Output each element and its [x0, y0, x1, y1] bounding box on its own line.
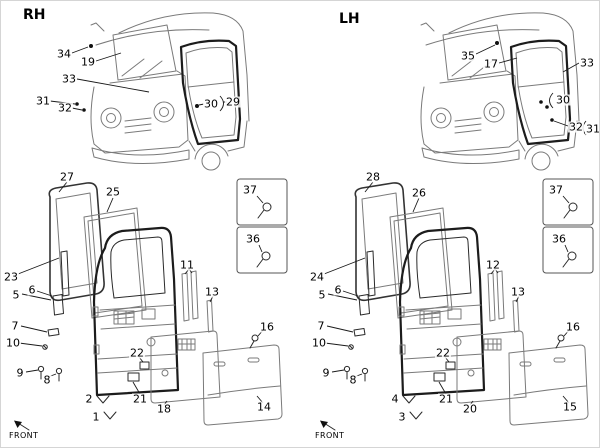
door-assembly-lh: [322, 177, 595, 427]
callout-lh-20: 20: [462, 402, 478, 416]
callout-lh-12: 12: [485, 258, 501, 272]
callout-rh-32: 32: [57, 101, 73, 115]
callout-lh-30: 30: [555, 93, 571, 107]
callout-lh-13: 13: [510, 285, 526, 299]
callout-rh-31: 31: [35, 94, 51, 108]
callout-lh-33: 33: [579, 56, 595, 70]
van-drawing-lh: [419, 11, 581, 172]
callout-rh-1: 1: [91, 410, 101, 424]
callout-rh-30: 30: [203, 97, 219, 111]
callout-lh-5: 5: [317, 288, 327, 302]
callout-lh-31: 31: [585, 122, 600, 136]
callout-rh-16: 16: [259, 320, 275, 334]
callout-rh-25: 25: [105, 185, 121, 199]
callout-rh-37: 37: [242, 183, 258, 197]
callout-lh-17: 17: [483, 57, 499, 71]
callout-lh-4: 4: [390, 392, 400, 406]
callout-lh-6: 6: [333, 283, 343, 297]
callout-lh-3: 3: [397, 410, 407, 424]
callout-lh-35: 35: [460, 49, 476, 63]
door-assembly-rh: [16, 177, 289, 427]
callout-rh-14: 14: [256, 400, 272, 414]
callout-lh-37: 37: [548, 183, 564, 197]
callout-rh-22: 22: [129, 346, 145, 360]
callout-lh-7: 7: [316, 319, 326, 333]
callout-lh-21: 21: [438, 392, 454, 406]
callout-lh-36: 36: [551, 232, 567, 246]
front-label-rh: FRONT: [9, 431, 39, 440]
callout-lh-16: 16: [565, 320, 581, 334]
callout-rh-27: 27: [59, 170, 75, 184]
callout-rh-29: 29: [225, 95, 241, 109]
van-leaders-lh: [475, 41, 587, 136]
callout-rh-2: 2: [84, 392, 94, 406]
callout-rh-18: 18: [156, 402, 172, 416]
callout-lh-8: 8: [348, 373, 358, 387]
callout-lh-24: 24: [309, 270, 325, 284]
callout-lh-28: 28: [365, 170, 381, 184]
callout-rh-10: 10: [5, 336, 21, 350]
callout-lh-32: 32: [568, 120, 584, 134]
callout-rh-23: 23: [3, 270, 19, 284]
callout-rh-7: 7: [10, 319, 20, 333]
callout-rh-6: 6: [27, 283, 37, 297]
front-label-lh: FRONT: [315, 431, 345, 440]
panel-title-lh: LH: [339, 11, 360, 27]
callout-rh-13: 13: [204, 285, 220, 299]
callout-lh-22: 22: [435, 346, 451, 360]
front-arrow-rh: [13, 420, 30, 431]
callout-lh-10: 10: [311, 336, 327, 350]
callout-rh-9: 9: [15, 366, 25, 380]
callout-rh-33: 33: [61, 72, 77, 86]
callout-rh-34: 34: [56, 47, 72, 61]
callout-rh-21: 21: [132, 392, 148, 406]
callout-lh-15: 15: [562, 400, 578, 414]
van-drawing-rh: [89, 11, 251, 172]
panel-title-rh: RH: [23, 7, 46, 23]
callout-lh-26: 26: [411, 186, 427, 200]
callout-rh-8: 8: [42, 373, 52, 387]
callout-rh-5: 5: [11, 288, 21, 302]
front-arrow-lh: [319, 420, 336, 431]
callout-rh-11: 11: [179, 258, 195, 272]
callout-rh-19: 19: [80, 55, 96, 69]
callout-lh-9: 9: [321, 366, 331, 380]
callout-rh-36: 36: [245, 232, 261, 246]
